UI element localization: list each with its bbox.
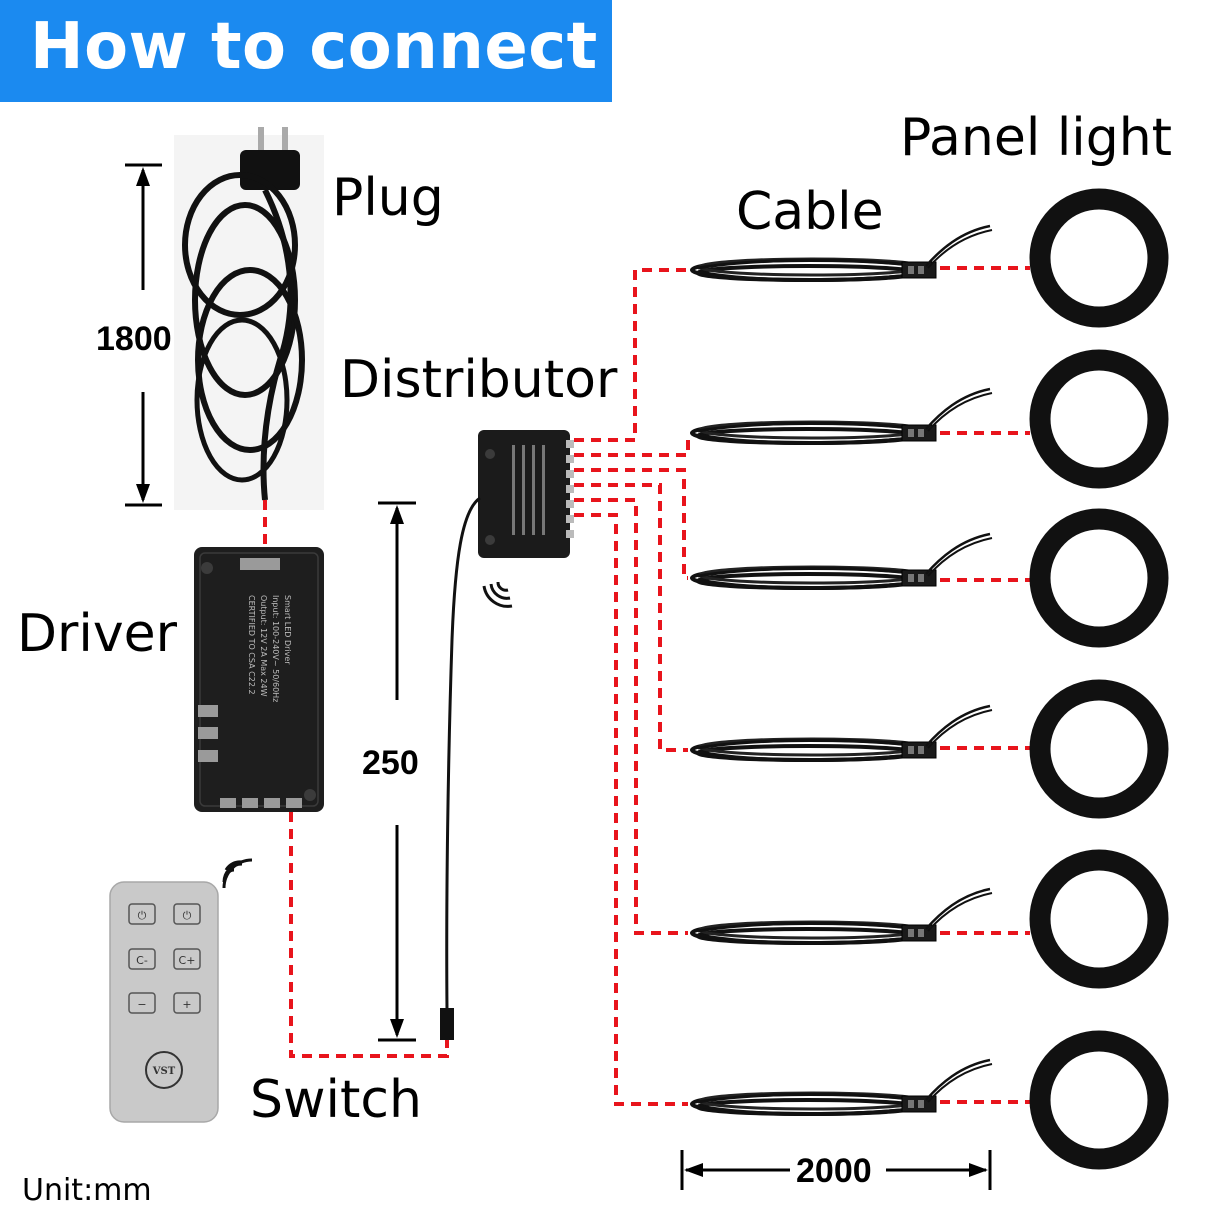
- remote-button-c-minus: C-: [136, 954, 148, 967]
- unit-label: Unit:mm: [22, 1173, 152, 1208]
- driver-text-line4: CERTIFIED TO CSA C22.2: [247, 595, 256, 695]
- driver-text-line2: Input: 100-240V~ 50/60Hz: [271, 595, 280, 702]
- light-cable-length: 2000: [796, 1152, 872, 1190]
- cable-dimension-arrow: [680, 1150, 992, 1190]
- wireless-signal-icon-remote: [222, 858, 253, 889]
- remote-button-power-1: ⏻: [138, 909, 147, 922]
- remote-button-plus: +: [182, 998, 191, 1011]
- remote-control: ⏻ ⏻ C- C+ − + VST: [109, 881, 219, 1123]
- panel-light-6: [1029, 1030, 1169, 1170]
- cable-coil-4: [690, 704, 994, 762]
- plug-image: [174, 127, 324, 510]
- plug-label: Plug: [332, 168, 444, 228]
- title-banner: How to connect: [0, 0, 612, 102]
- panel-light-5: [1029, 849, 1169, 989]
- cable-label: Cable: [736, 182, 884, 242]
- remote-logo: VST: [152, 1066, 176, 1077]
- remote-button-minus: −: [137, 998, 146, 1011]
- driver-text-line3: Output: 12V 2A Max 24W: [259, 595, 268, 697]
- switch-cable-length: 250: [362, 744, 419, 782]
- driver-box: Smart LED Driver Input: 100-240V~ 50/60H…: [194, 547, 324, 812]
- distributor-box: [478, 430, 574, 558]
- driver-label: Driver: [17, 604, 178, 664]
- cable-coil-6: [690, 1058, 994, 1116]
- panel-light-3: [1029, 508, 1169, 648]
- switch-cable: [440, 496, 481, 1040]
- plug-dimension-arrow: [125, 163, 162, 507]
- wire-driver-switch: [289, 812, 449, 1058]
- switch-label: Switch: [250, 1070, 422, 1130]
- wireless-signal-icon-distributor: [482, 581, 513, 608]
- page-title: How to connect: [30, 10, 598, 84]
- panel-light-4: [1029, 679, 1169, 819]
- plug-cord-length: 1800: [96, 320, 172, 358]
- cable-to-light-wires: [940, 266, 1030, 1104]
- distributor-output-wires: [574, 268, 690, 1106]
- panel-light-2: [1029, 349, 1169, 489]
- panel-light-1: [1029, 188, 1169, 328]
- distributor-label: Distributor: [340, 350, 618, 410]
- remote-button-c-plus: C+: [179, 954, 196, 967]
- remote-button-power-2: ⏻: [183, 909, 192, 922]
- switch-dimension-arrow: [378, 501, 416, 1042]
- driver-text-line1: Smart LED Driver: [283, 595, 292, 665]
- panel-light-label: Panel light: [900, 108, 1173, 168]
